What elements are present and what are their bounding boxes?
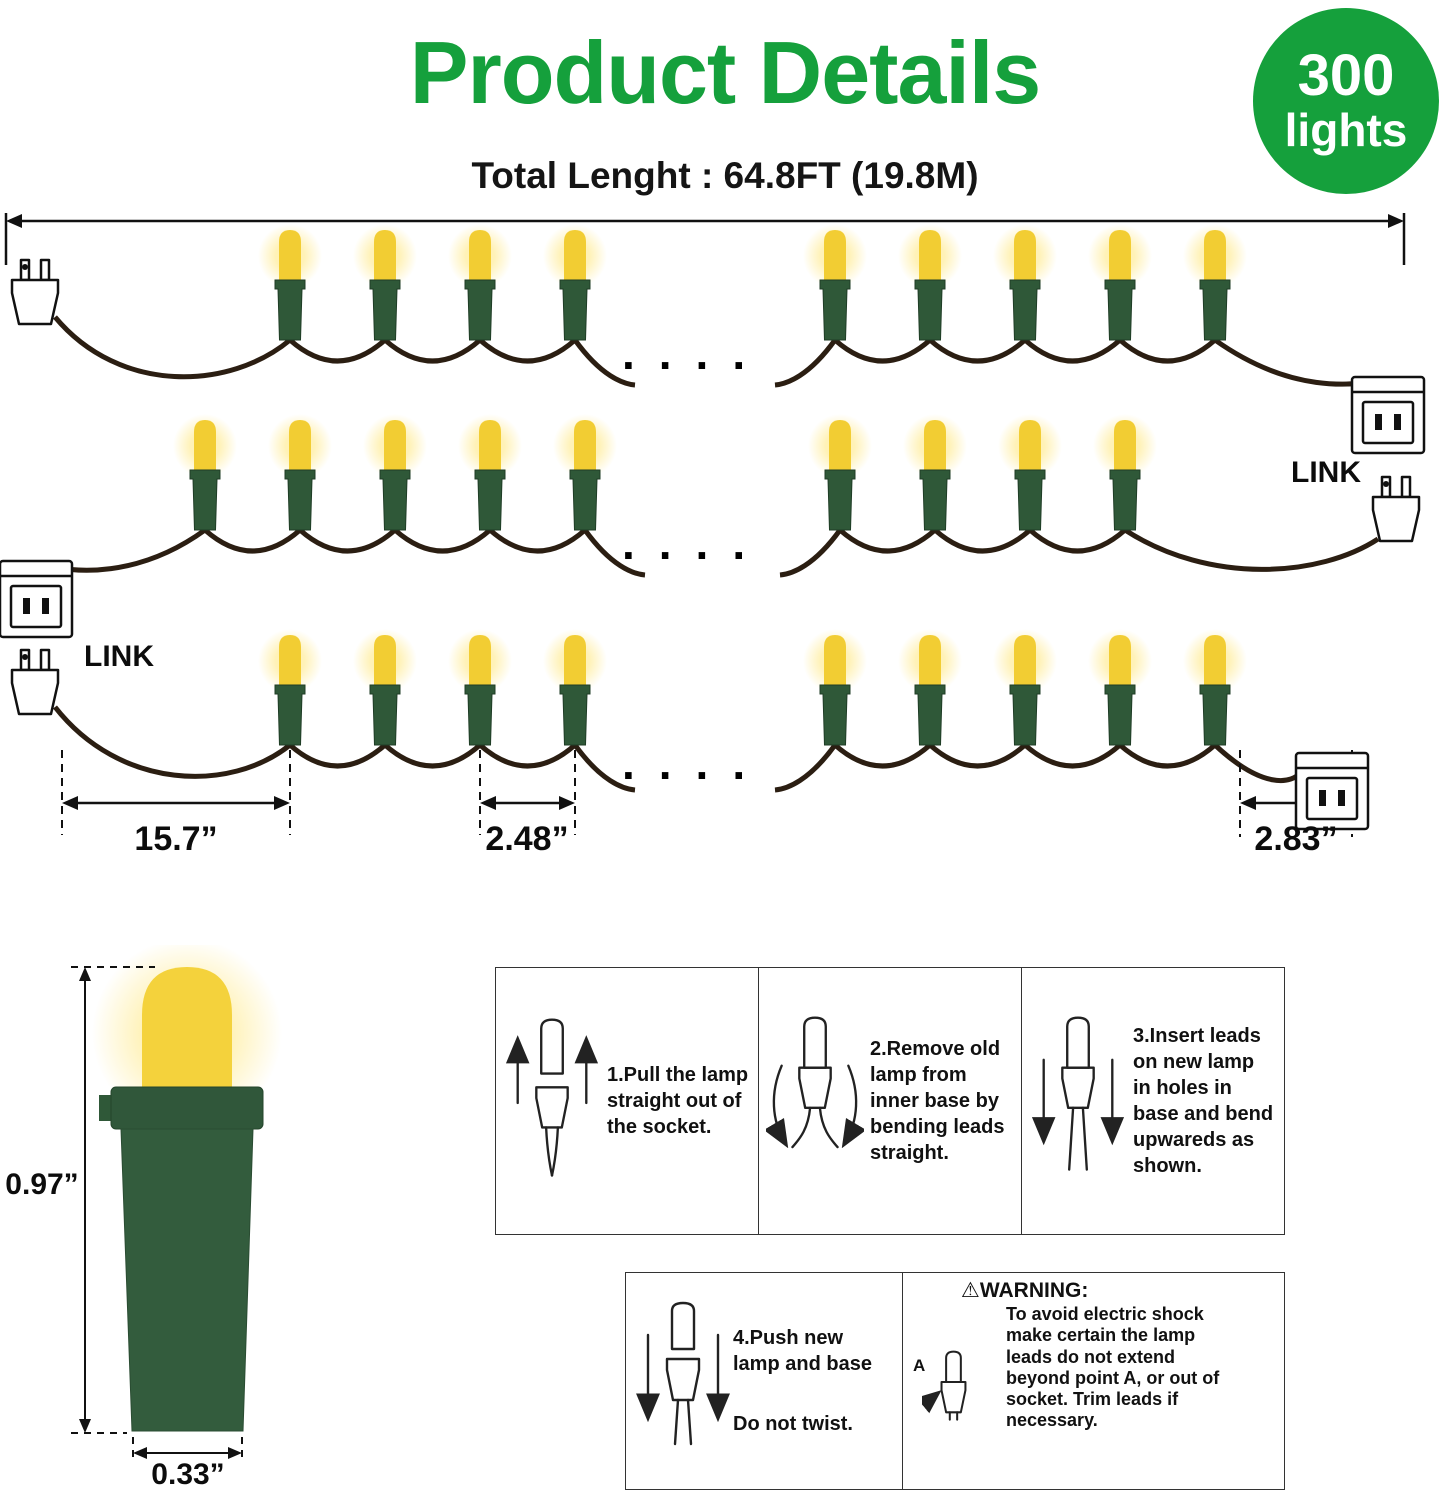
light-bulb-icon <box>353 629 417 746</box>
light-bulb-icon <box>258 224 322 341</box>
step-panel-4: 4.Push new lamp and base Do not twist. <box>625 1272 903 1490</box>
light-bulb-icon <box>353 224 417 341</box>
light-bulb-icon <box>1093 414 1157 531</box>
warning-body: To avoid electric shock make certain the… <box>1006 1304 1220 1431</box>
power-plug-icon <box>10 258 60 326</box>
light-bulb-icon <box>808 414 872 531</box>
warning-triangle-icon: ⚠ <box>961 1279 980 1302</box>
light-bulb-icon <box>543 629 607 746</box>
step-panel-1: 1.Pull the lamp straight out of the sock… <box>495 967 759 1235</box>
lamp-point-a-icon <box>921 1350 966 1421</box>
light-bulb-icon <box>1183 629 1247 746</box>
warning-icon-col: A <box>911 1302 1006 1483</box>
light-bulb-icon <box>448 224 512 341</box>
continuation-dots-row3: .... <box>622 737 770 789</box>
page-title: Product Details <box>409 23 1041 122</box>
bulb-detail-svg <box>71 938 282 1463</box>
link-socket-icon <box>1294 751 1370 831</box>
instruction-steps-row2: 4.Push new lamp and base Do not twist. ⚠… <box>625 1272 1285 1490</box>
light-bulb-icon <box>268 414 332 531</box>
link-socket-icon <box>0 559 74 639</box>
warning-heading: ⚠WARNING: <box>911 1279 1276 1302</box>
insert-lamp-icon <box>1031 1016 1125 1171</box>
light-bulb-icon <box>553 414 617 531</box>
bulb-detail-diagram <box>15 938 345 1500</box>
step-text-1: 1.Pull the lamp straight out of the sock… <box>607 1064 749 1138</box>
socket-collar <box>110 1086 264 1130</box>
light-bulb-icon <box>898 224 962 341</box>
light-bulb-icon <box>993 224 1057 341</box>
warning-title: WARNING: <box>979 1279 1089 1302</box>
light-bulb-icon <box>903 414 967 531</box>
instruction-steps-row1: 1.Pull the lamp straight out of the sock… <box>495 967 1285 1235</box>
total-length-label: Total Lenght : 64.8FT (19.8M) <box>471 155 979 196</box>
badge-unit: lights <box>1284 103 1408 156</box>
remove-lamp-icon <box>766 1016 864 1149</box>
light-bulb-icon <box>448 629 512 746</box>
light-bulb-icon <box>543 224 607 341</box>
power-plug-icon <box>1371 475 1421 543</box>
lights-count-badge: 300 lights <box>1253 8 1439 194</box>
step-text-4-block: 4.Push new lamp and base Do not twist. <box>733 1325 895 1437</box>
light-bulb-icon <box>803 224 867 341</box>
light-bulb-icon <box>258 629 322 746</box>
light-bulb-icon <box>1088 629 1152 746</box>
step-panel-3: 3.Insert leads on new lamp in holes in b… <box>1022 967 1285 1235</box>
step-text-2: 2.Remove old lamp from inner base by ben… <box>870 1038 1005 1164</box>
led-bulb-shape <box>142 967 232 1097</box>
bulb-height-label: 0.97” <box>4 1168 80 1202</box>
link-label-left: LINK <box>84 640 154 673</box>
step-panel-2: 2.Remove old lamp from inner base by ben… <box>759 967 1022 1235</box>
continuation-dots-row2: .... <box>622 517 770 569</box>
step-text-3: 3.Insert leads on new lamp in holes in b… <box>1133 1025 1274 1177</box>
dim-label-light-spacing: 2.48” <box>485 820 569 858</box>
light-bulb-icon <box>458 414 522 531</box>
badge-count: 300 <box>1297 42 1395 108</box>
continuation-dots-row1: .... <box>622 327 770 379</box>
light-bulb-icon <box>1088 224 1152 341</box>
string-lights-svg <box>0 213 1426 837</box>
light-bulb-icon <box>173 414 237 531</box>
power-plug-icon <box>10 648 60 716</box>
step-text-4: 4.Push new lamp and base <box>733 1327 872 1375</box>
step-note-4: Do not twist. <box>733 1413 853 1435</box>
light-bulb-icon <box>1183 224 1247 341</box>
dim-label-plug-to-first-light: 15.7” <box>134 820 218 858</box>
link-socket-icon <box>1350 375 1426 455</box>
point-a-label: A <box>913 1356 926 1376</box>
push-lamp-icon <box>636 1301 730 1445</box>
pull-lamp-icon <box>505 1018 599 1177</box>
link-label-right: LINK <box>1291 456 1361 489</box>
dim-label-last-light-to-connector: 2.83” <box>1254 820 1338 858</box>
string-lights-diagram <box>0 205 1450 850</box>
light-bulb-icon <box>363 414 427 531</box>
socket-body <box>120 1128 254 1432</box>
warning-panel: ⚠WARNING: A To avoid electric shock make… <box>903 1272 1285 1490</box>
light-bulb-icon <box>993 629 1057 746</box>
light-bulb-icon <box>803 629 867 746</box>
bulb-width-label: 0.33” <box>151 1458 225 1491</box>
light-bulb-icon <box>898 629 962 746</box>
light-bulb-icon <box>998 414 1062 531</box>
